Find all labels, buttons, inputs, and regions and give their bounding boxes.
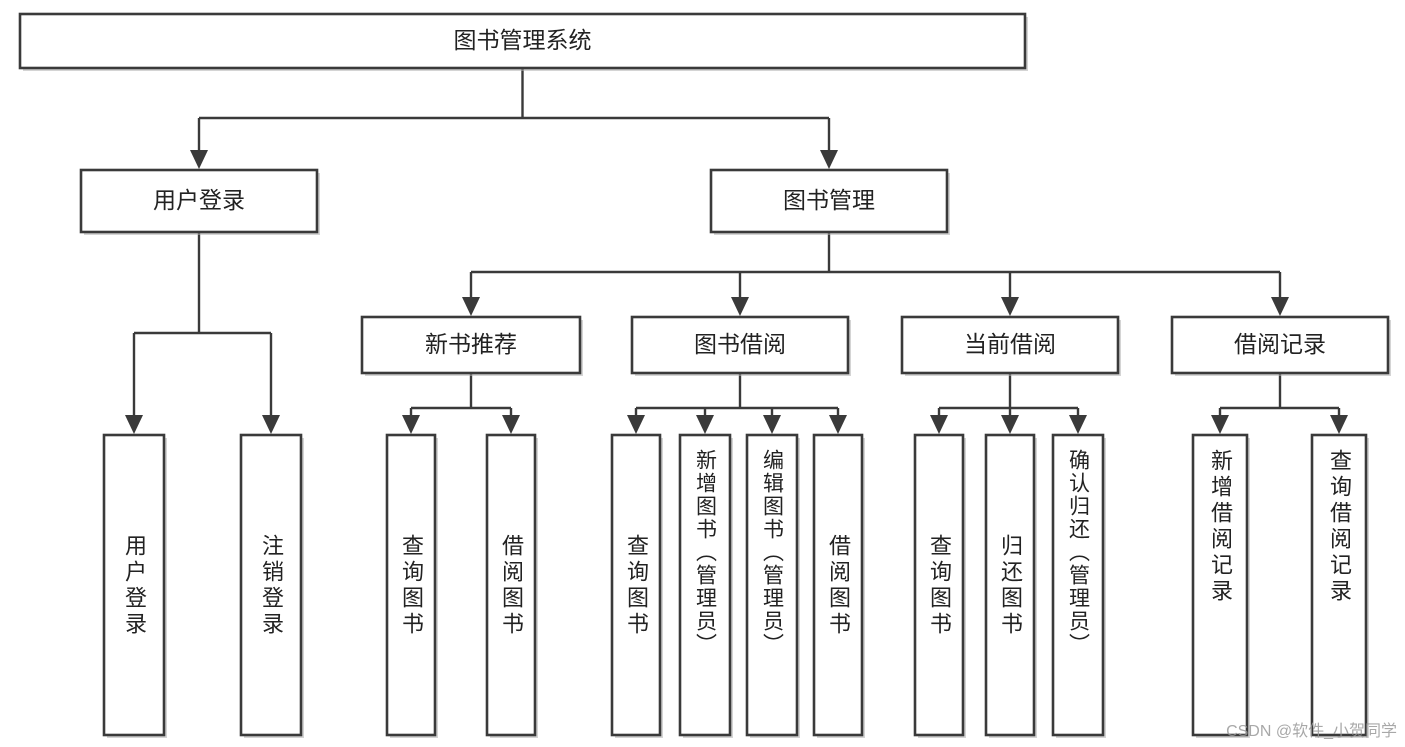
- node-l2-借阅记录[interactable]: [1170, 315, 1391, 376]
- node-leaf-1-0-查询图书[interactable]: [610, 433, 663, 738]
- edge-l1-mgmt-drop-2-arrowhead: [1001, 297, 1019, 316]
- node-leaf-0-0-查询图书[interactable]: [385, 433, 438, 738]
- node-leaf-1-1-新增图书管理员[interactable]: [678, 433, 733, 738]
- node-l2-新书推荐-label: 新书推荐: [425, 331, 517, 357]
- node-leaf-login-1-注销登录[interactable]: [239, 433, 304, 738]
- node-leaf-2-0-查询图书[interactable]: [913, 433, 966, 738]
- node-l2-当前借阅[interactable]: [900, 315, 1121, 376]
- edge-root-drop-0-arrowhead: [190, 150, 208, 169]
- edge-l2-3-drop-0-arrowhead: [1211, 415, 1229, 434]
- edge-l2-0-drop-0-arrowhead: [402, 415, 420, 434]
- edge-l2-2-drop-0-arrowhead: [930, 415, 948, 434]
- edge-l1-login-drop-0-arrowhead: [125, 415, 143, 434]
- edge-l2-1-drop-3-arrowhead: [829, 415, 847, 434]
- edge-l2-3-drop-1-arrowhead: [1330, 415, 1348, 434]
- edge-l2-2-drop-1-arrowhead: [1001, 415, 1019, 434]
- edge-l2-0-drop-1-arrowhead: [502, 415, 520, 434]
- node-l1-用户登录-label: 用户登录: [153, 187, 245, 213]
- node-leaf-1-2-编辑图书管理员[interactable]: [745, 433, 800, 738]
- edge-l2-2-drop-2-arrowhead: [1069, 415, 1087, 434]
- edge-l1-mgmt-drop-0-arrowhead: [462, 297, 480, 316]
- edge-l1-mgmt-drop-1-arrowhead: [731, 297, 749, 316]
- node-l1-图书管理-label: 图书管理: [783, 187, 875, 213]
- node-l2-图书借阅-label: 图书借阅: [694, 331, 786, 357]
- node-leaf-login-0-用户登录[interactable]: [102, 433, 167, 738]
- edge-l2-1-drop-0-arrowhead: [627, 415, 645, 434]
- edge-root-drop-1-arrowhead: [820, 150, 838, 169]
- node-l2-新书推荐[interactable]: [360, 315, 583, 376]
- edge-l2-1-drop-1-arrowhead: [696, 415, 714, 434]
- node-l2-借阅记录-label: 借阅记录: [1234, 331, 1326, 357]
- node-l1-用户登录[interactable]: [79, 168, 320, 235]
- node-leaf-1-3-借阅图书[interactable]: [812, 433, 865, 738]
- node-l1-图书管理[interactable]: [709, 168, 950, 235]
- node-leaf-0-1-借阅图书[interactable]: [485, 433, 538, 738]
- node-root-图书管理系统-label: 图书管理系统: [454, 27, 592, 53]
- node-l2-图书借阅[interactable]: [630, 315, 851, 376]
- node-l2-当前借阅-label: 当前借阅: [964, 331, 1056, 357]
- node-leaf-3-0-新增借阅记录[interactable]: [1191, 433, 1250, 738]
- watermark-text: CSDN @软件_小贺同学: [1226, 723, 1397, 740]
- edge-l2-1-drop-2-arrowhead: [763, 415, 781, 434]
- node-leaf-3-1-查询借阅记录[interactable]: [1310, 433, 1369, 738]
- node-leaf-2-2-确认归还管理员[interactable]: [1051, 433, 1106, 738]
- edge-l1-mgmt-drop-3-arrowhead: [1271, 297, 1289, 316]
- node-root-图书管理系统[interactable]: [18, 12, 1028, 71]
- node-leaf-2-1-归还图书[interactable]: [984, 433, 1037, 738]
- connector-layer: [125, 68, 1348, 434]
- node-box-layer: [18, 12, 1391, 738]
- edge-l1-login-drop-1-arrowhead: [262, 415, 280, 434]
